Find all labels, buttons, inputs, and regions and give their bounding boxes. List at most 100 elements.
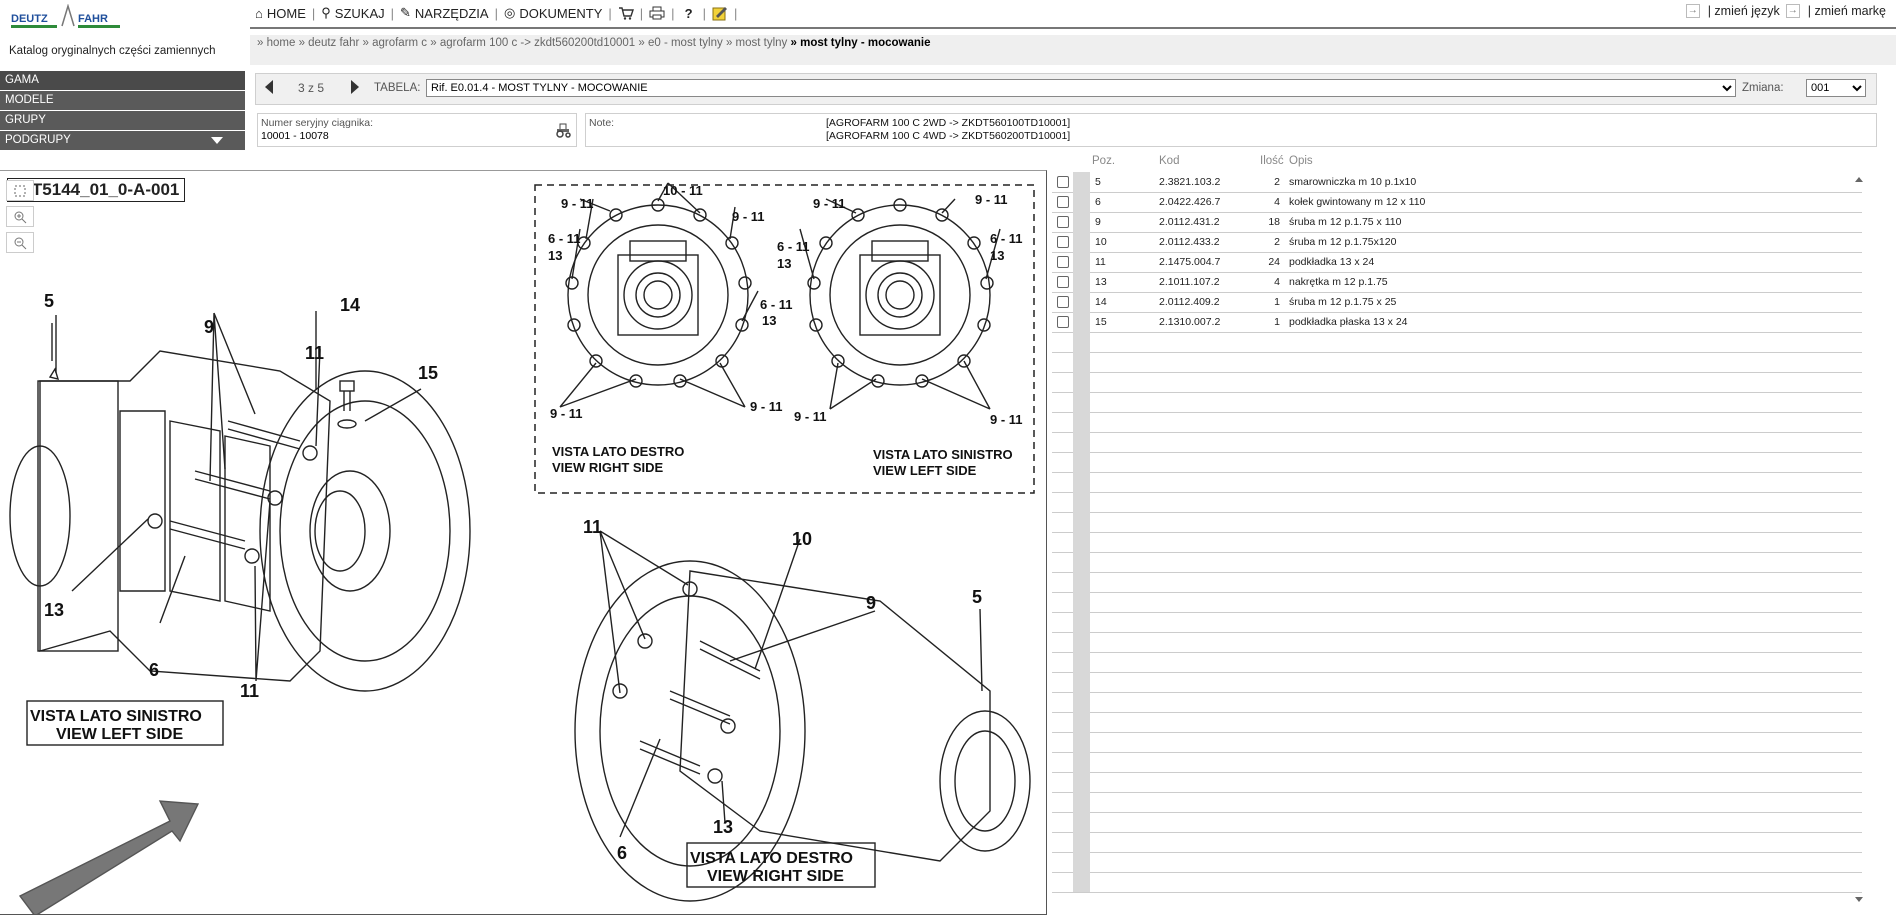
cart-icon[interactable] (618, 5, 634, 21)
menu-item-podgrupy[interactable]: PODGRUPY (0, 131, 245, 150)
callout: 5 (44, 291, 54, 311)
cell-desc: smarowniczka m 10 p.1x10 (1289, 176, 1417, 188)
row-checkbox[interactable] (1057, 176, 1069, 188)
row-marker (1073, 792, 1090, 812)
table-row (1052, 352, 1862, 373)
column-header-code[interactable]: Kod (1159, 155, 1180, 167)
select-tool-icon[interactable] (6, 180, 34, 201)
catalog-title: Katalog oryginalnych części zamiennych (9, 45, 216, 57)
table-row (1052, 532, 1862, 553)
row-marker (1073, 552, 1090, 572)
print-icon[interactable] (649, 5, 665, 21)
nav-tools[interactable]: ✎NARZĘDZIA (400, 5, 489, 21)
nav-separator: | (671, 5, 675, 21)
callout: 5 (972, 587, 982, 607)
callout: 6 - 11 (777, 239, 810, 254)
table-row (1052, 812, 1862, 833)
callout: 15 (418, 363, 438, 383)
exploded-diagram[interactable]: 5 9 14 11 15 13 6 11 11 10 9 5 13 6 9 - … (0, 170, 1047, 915)
table-select[interactable]: Rif. E0.01.4 - MOST TYLNY - MOCOWANIE (426, 79, 1736, 97)
callout: 6 - 11 (548, 231, 581, 246)
menu-item-gama[interactable]: GAMA (0, 71, 245, 90)
breadcrumb-home[interactable]: » home (257, 37, 296, 49)
change-label: Zmiana: (1742, 82, 1784, 94)
cell-qty: 1 (1274, 296, 1280, 308)
breadcrumb-model[interactable]: » agrofarm 100 c -> zkdt560200td10001 (430, 37, 636, 49)
column-header-description[interactable]: Opis (1289, 155, 1313, 167)
change-brand-link[interactable]: | zmień markę (1807, 4, 1886, 18)
row-checkbox[interactable] (1057, 256, 1069, 268)
row-marker (1073, 252, 1090, 272)
cell-qty: 4 (1274, 276, 1280, 288)
row-marker (1073, 312, 1090, 332)
change-language-link[interactable]: | zmień język (1707, 4, 1780, 18)
row-marker (1073, 572, 1090, 592)
change-select[interactable]: 001 (1806, 79, 1866, 97)
menu-item-modele[interactable]: MODELE (0, 91, 245, 110)
callout: 9 - 11 (990, 412, 1023, 427)
row-checkbox[interactable] (1057, 316, 1069, 328)
row-marker (1073, 272, 1090, 292)
row-checkbox[interactable] (1057, 296, 1069, 308)
chevron-down-icon[interactable] (211, 137, 223, 144)
next-table-button[interactable] (351, 80, 359, 94)
tractor-icon[interactable] (555, 123, 572, 138)
breadcrumb-group[interactable]: » e0 - most tylny (638, 37, 723, 49)
column-header-quantity[interactable]: Ilość (1260, 155, 1284, 167)
breadcrumb-brand[interactable]: » deutz fahr (298, 37, 360, 49)
row-checkbox[interactable] (1057, 276, 1069, 288)
nav-documents[interactable]: ◎DOKUMENTY (504, 5, 602, 21)
breadcrumb-subgroup[interactable]: » most tylny (725, 37, 788, 49)
cell-pos: 13 (1095, 276, 1107, 288)
row-marker (1073, 172, 1090, 192)
nav-home-label: HOME (266, 5, 306, 21)
zoom-in-icon[interactable] (6, 206, 34, 227)
row-marker (1073, 732, 1090, 752)
help-icon[interactable]: ? (684, 5, 693, 21)
tools-icon: ✎ (400, 5, 411, 20)
callout: 14 (340, 295, 360, 315)
cell-qty: 18 (1268, 216, 1280, 228)
nav-home[interactable]: ⌂HOME (255, 6, 306, 21)
row-marker (1073, 672, 1090, 692)
callout: 6 (617, 843, 627, 863)
notes-icon[interactable] (712, 5, 728, 21)
row-marker (1073, 432, 1090, 452)
breadcrumb-range[interactable]: » agrofarm c (362, 37, 428, 49)
zoom-out-icon[interactable] (6, 232, 34, 253)
row-marker (1073, 472, 1090, 492)
table-row (1052, 832, 1862, 853)
deutz-fahr-logo[interactable]: DEUTZ FAHR (10, 3, 122, 30)
nav-search[interactable]: ⚲SZUKAJ (321, 5, 384, 21)
row-checkbox[interactable] (1057, 196, 1069, 208)
callout: 11 (305, 343, 324, 363)
row-marker (1073, 592, 1090, 612)
home-icon: ⌂ (255, 5, 263, 21)
view-caption: VISTA LATO DESTRO (690, 850, 853, 867)
breadcrumb: » home » deutz fahr » agrofarm c » agrof… (257, 37, 930, 49)
row-marker (1073, 712, 1090, 732)
table-row (1052, 572, 1862, 593)
top-right-links: → | zmień język → | zmień markę (1685, 4, 1886, 18)
table-pager: 3 z 5 (298, 81, 325, 95)
row-checkbox[interactable] (1057, 216, 1069, 228)
row-checkbox[interactable] (1057, 236, 1069, 248)
column-header-position[interactable]: Poz. (1092, 155, 1116, 167)
previous-table-button[interactable] (265, 80, 273, 94)
serial-number-label: Numer seryjny ciągnika: (261, 117, 374, 129)
cell-code: 2.0112.409.2 (1159, 296, 1220, 308)
table-row (1052, 372, 1862, 393)
diagram-drawing: 5 9 14 11 15 13 6 11 11 10 9 5 13 6 9 - … (9, 182, 1035, 914)
parts-scrollbar[interactable] (1853, 153, 1865, 913)
row-marker (1073, 332, 1090, 352)
menu-item-grupy[interactable]: GRUPY (0, 111, 245, 130)
